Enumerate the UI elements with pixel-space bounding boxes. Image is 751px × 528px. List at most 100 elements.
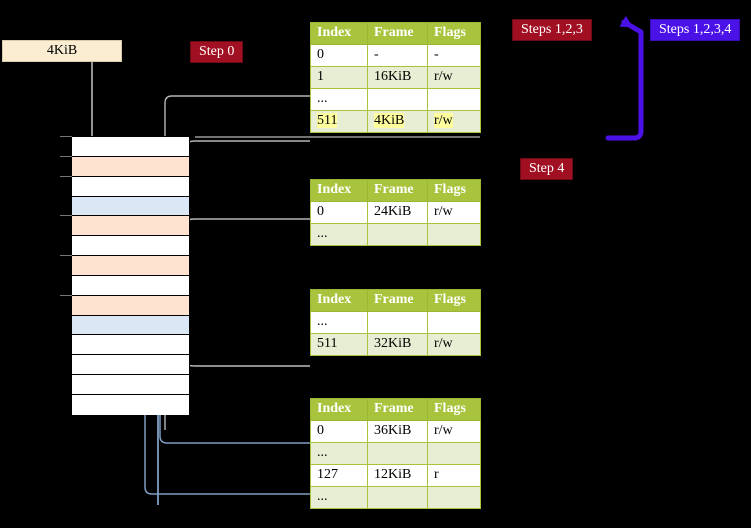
highlighted-value: r/w xyxy=(434,113,453,128)
table-cell-flags: r/w xyxy=(427,333,481,356)
column-header-flags: Flags xyxy=(427,398,481,421)
column-header-flags: Flags xyxy=(427,179,481,202)
table-cell-frame xyxy=(367,223,428,246)
wire-t2-to-memory xyxy=(177,218,310,242)
table-cell-index: 1 xyxy=(310,66,368,89)
table-cell-index: ... xyxy=(310,88,368,111)
table-cell-flags xyxy=(427,311,481,334)
wire-t3-to-memory xyxy=(172,318,310,367)
physical-memory-column xyxy=(60,136,190,415)
badge-steps-1-2-3: Steps 1,2,3 xyxy=(512,19,592,41)
table-cell-flags: r/w xyxy=(427,201,481,224)
memory-frame-row xyxy=(72,236,189,257)
memory-frame-row xyxy=(72,275,189,296)
table-row: 0-- xyxy=(310,44,481,67)
table-cell-index: 0 xyxy=(310,44,368,67)
badge-step-0: Step 0 xyxy=(190,41,244,63)
memory-row-tick xyxy=(60,255,72,257)
table-row: ... xyxy=(310,223,481,246)
table-cell-frame: 32KiB xyxy=(367,333,428,356)
table-cell-index: ... xyxy=(310,311,368,334)
column-header-frame: Frame xyxy=(367,22,428,45)
memory-frame-row xyxy=(72,315,189,336)
wire-t4-row127 xyxy=(144,414,310,495)
steps-bracket-arrow xyxy=(605,15,644,141)
table-cell-flags xyxy=(427,223,481,246)
column-header-frame: Frame xyxy=(367,398,428,421)
column-header-frame: Frame xyxy=(367,289,428,312)
table-row: ... xyxy=(310,311,481,334)
column-header-frame: Frame xyxy=(367,179,428,202)
table-cell-frame: - xyxy=(367,44,428,67)
table-cell-frame: 4KiB xyxy=(367,110,428,133)
column-header-index: Index xyxy=(310,398,368,421)
memory-frame-row xyxy=(72,335,189,356)
wire-t4-row0 xyxy=(159,414,310,444)
memory-row-tick xyxy=(60,155,72,157)
memory-frame-row xyxy=(60,136,189,157)
highlighted-value: 511 xyxy=(317,113,338,128)
table-row: ... xyxy=(310,486,481,509)
memory-frame-row xyxy=(60,255,189,276)
column-header-index: Index xyxy=(310,289,368,312)
size-label-4kib: 4KiB xyxy=(2,40,122,62)
table-cell-index: 511 xyxy=(310,333,368,356)
table-cell-flags: r/w xyxy=(427,420,481,443)
table-cell-frame: 24KiB xyxy=(367,201,428,224)
table-cell-flags: r/w xyxy=(427,110,481,133)
table-row: ... xyxy=(310,88,481,111)
table-cell-flags xyxy=(427,486,481,509)
table-cell-flags: - xyxy=(427,44,481,67)
memory-frame-row xyxy=(72,375,189,395)
memory-frame-row xyxy=(60,175,189,197)
table-cell-index: 127 xyxy=(310,464,368,487)
table-cell-frame xyxy=(367,311,428,334)
table-cell-index: 0 xyxy=(310,420,368,443)
memory-row-tick xyxy=(60,215,72,217)
table-cell-frame: 12KiB xyxy=(367,464,428,487)
table-row: 511 4KiB r/w xyxy=(310,110,481,133)
memory-frame-row xyxy=(72,196,189,217)
table-cell-frame xyxy=(367,442,428,465)
memory-frame-row xyxy=(60,294,189,316)
table-cell-index: 511 xyxy=(310,110,368,133)
table-row: ... xyxy=(310,442,481,465)
badge-step-4: Step 4 xyxy=(520,158,574,180)
table-cell-flags: r xyxy=(427,464,481,487)
table-cell-index: 0 xyxy=(310,201,368,224)
table-cell-index: ... xyxy=(310,223,368,246)
table-cell-frame xyxy=(367,486,428,509)
table-cell-frame: 36KiB xyxy=(367,420,428,443)
table-cell-flags: r/w xyxy=(427,66,481,89)
table-cell-flags xyxy=(427,88,481,111)
column-header-index: Index xyxy=(310,22,368,45)
memory-row-tick xyxy=(60,175,72,177)
memory-frame-row xyxy=(72,394,189,415)
memory-row-tick xyxy=(60,136,72,137)
memory-row-tick xyxy=(60,294,72,296)
table-cell-index: ... xyxy=(310,442,368,465)
memory-frame-row xyxy=(72,355,189,376)
table-cell-frame: 16KiB xyxy=(367,66,428,89)
column-header-flags: Flags xyxy=(427,22,481,45)
memory-frame-row xyxy=(60,215,189,237)
table-cell-index: ... xyxy=(310,486,368,509)
column-header-flags: Flags xyxy=(427,289,481,312)
table-cell-flags xyxy=(427,442,481,465)
memory-frame-row xyxy=(60,155,189,177)
column-header-index: Index xyxy=(310,179,368,202)
